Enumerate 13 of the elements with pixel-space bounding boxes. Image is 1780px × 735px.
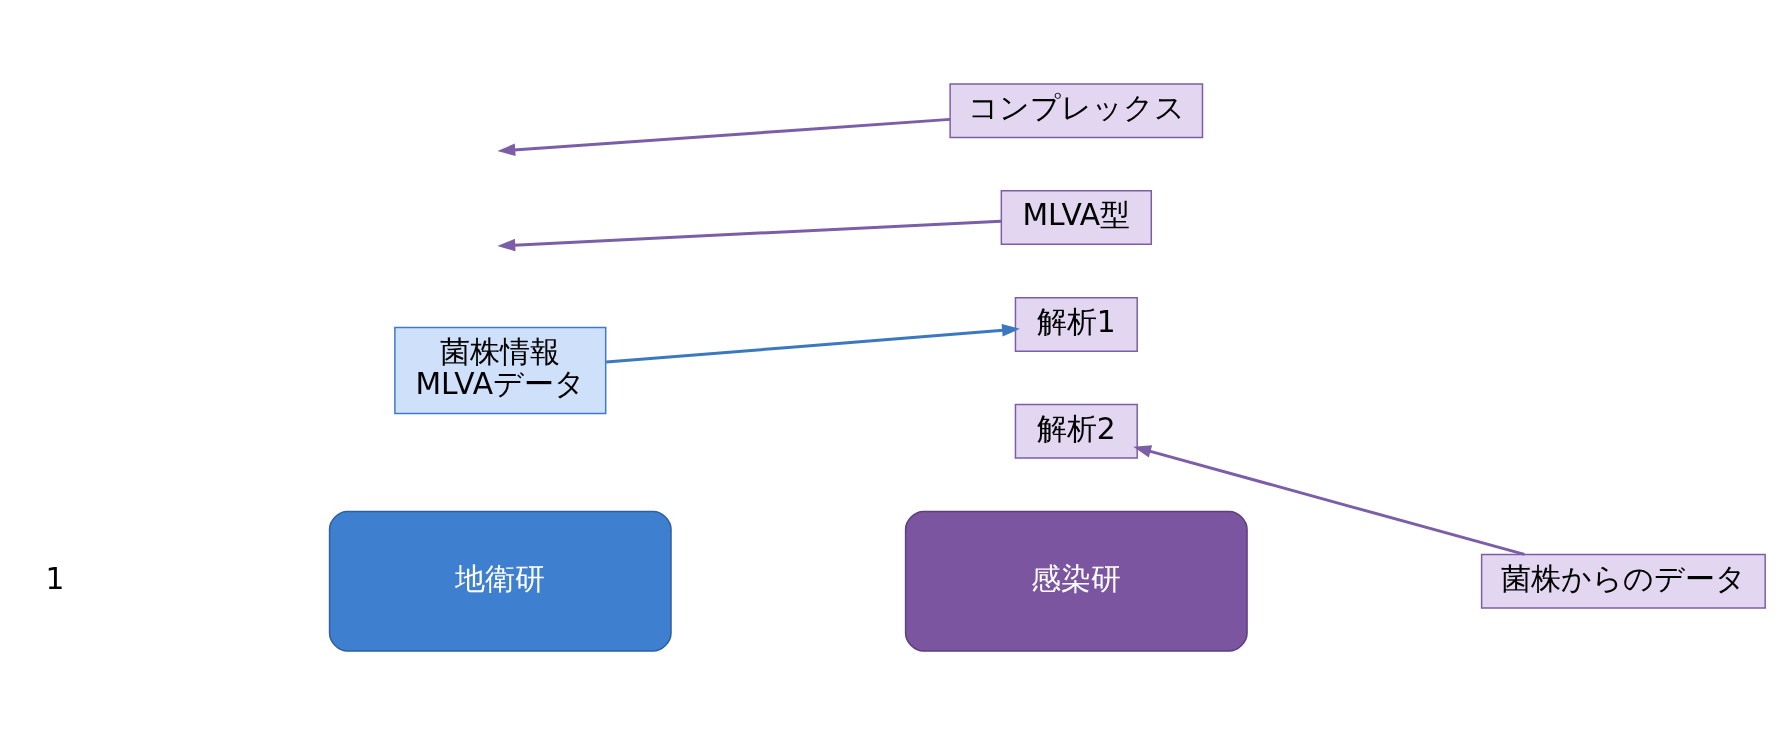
node-box: 解析2: [1014, 403, 1138, 459]
node-box: 菌株情報 MLVAデータ: [394, 326, 607, 415]
arrow: [1133, 445, 1525, 556]
arrow: [497, 219, 1002, 252]
arrow: [606, 324, 1020, 364]
arrow: [497, 117, 951, 157]
node-box: 解析1: [1014, 297, 1138, 352]
node-box: コンプレックス: [949, 83, 1204, 139]
node-box: 地衛研: [328, 510, 672, 652]
label: 1: [45, 560, 65, 596]
node-box: 菌株からのデータ: [1480, 553, 1766, 609]
node-box: MLVA型: [1000, 190, 1153, 245]
node-box: 感染研: [904, 510, 1248, 652]
